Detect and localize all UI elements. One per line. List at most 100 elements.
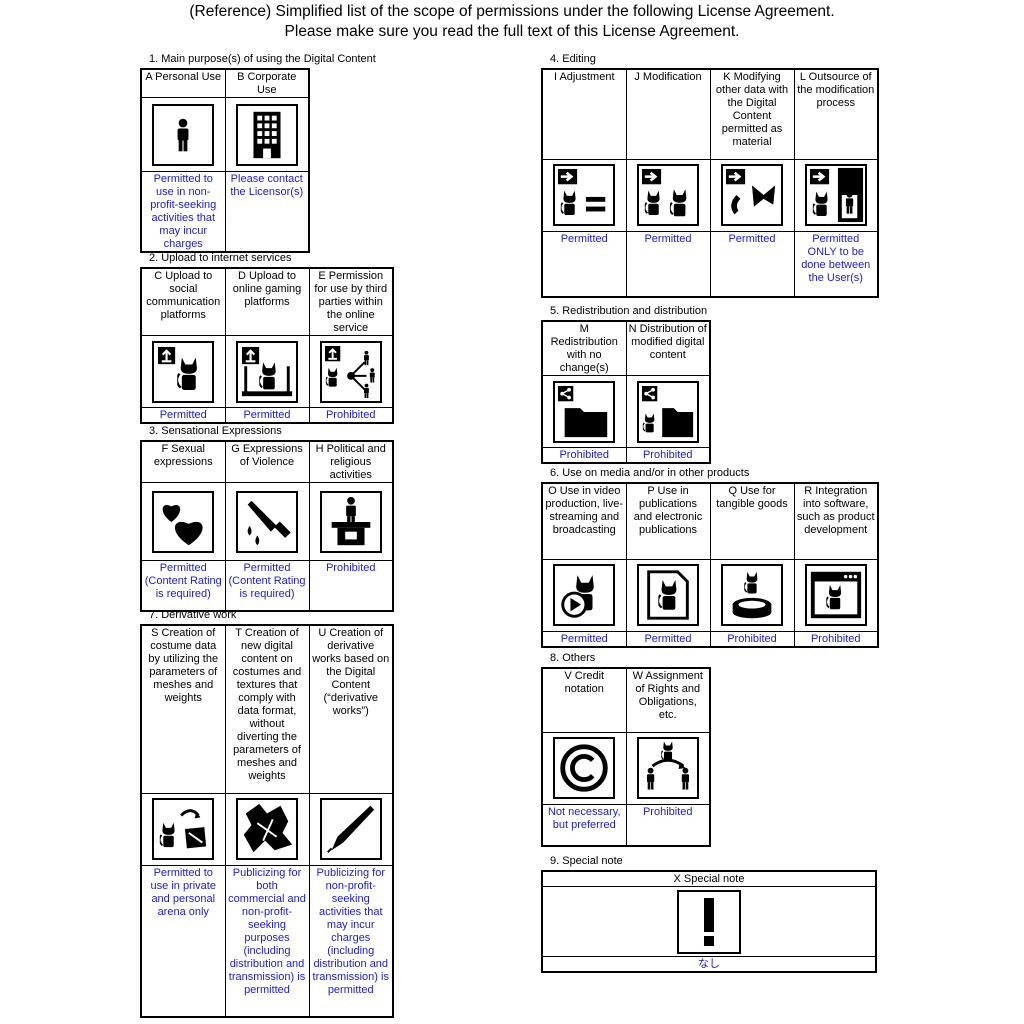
section-title: 6. Use on media and/or in other products [550,467,750,479]
item-status-t: Publicizing for both commercial and non-… [224,864,310,1018]
adjustment-icon [553,164,616,226]
item-label-h: H Political and religious activities [308,440,394,483]
item-status-o: Permitted [541,630,627,647]
item-label-q: Q Use for tangible goods [709,482,795,560]
section-title: 1. Main purpose(s) of using the Digital … [149,53,376,65]
item-label-g: G Expressions of Violence [224,440,310,483]
assignment-icon [636,737,699,799]
knife-icon [236,490,298,553]
item-label-m: M Redistribution with no change(s) [541,320,627,376]
item-status-p: Permitted [625,630,711,647]
item-status-f: Permitted (Content Rating is required) [140,560,226,611]
podium-speaker-icon [319,490,382,553]
item-status-x: なし [541,956,877,973]
section-title: 3. Sensational Expressions [149,425,282,437]
distribution-modified-icon [636,380,699,443]
item-status-l: Permitted ONLY to be done between the Us… [793,230,879,298]
permission-table: F Sexual expressions G Expressions of Vi… [140,440,394,612]
item-label-n: N Distribution of modified digital conte… [625,320,711,376]
pen-nib-icon [319,798,382,860]
section-derivative: 7. Derivative work S Creation of costume… [140,609,394,1018]
item-label-u: U Creation of derivative works based on … [308,624,394,794]
item-status-w: Prohibited [625,803,711,847]
item-label-f: F Sexual expressions [140,440,226,483]
item-status-h: Prohibited [308,560,394,611]
section-media: 6. Use on media and/or in other products… [541,467,879,648]
section-main-purpose: 1. Main purpose(s) of using the Digital … [140,53,376,253]
item-status-m: Prohibited [541,447,627,464]
item-label-j: J Modification [625,68,711,160]
modify-other-data-icon [721,164,783,226]
outsource-icon [804,164,867,226]
item-status-a: Permitted to use in non-profit-seeking a… [140,171,226,253]
permission-table: M Redistribution with no change(s) N Dis… [541,320,711,464]
permission-table: S Creation of costume data by utilizing … [140,624,394,1018]
item-label-i: I Adjustment [541,68,627,160]
permission-table: V Credit notation W Assignment of Rights… [541,667,711,847]
item-status-j: Permitted [625,230,711,298]
item-label-l: L Outsource of the modification process [793,68,879,160]
figurine-icon [721,564,783,626]
item-status-u: Publicizing for non-profit-seeking activ… [308,864,394,1018]
section-editing: 4. Editing I Adjustment J Modification K… [541,53,879,298]
publication-icon [637,564,699,626]
section-others: 8. Others V Credit notation W Assignment… [541,652,711,847]
building-icon [235,103,298,166]
texture-cloth-icon [236,798,298,860]
item-status-k: Permitted [709,230,795,298]
costume-icon [152,798,215,860]
section-title: 5. Redistribution and distribution [550,305,708,317]
item-label-b: B Corporate Use [224,68,310,98]
section-title: 4. Editing [550,53,596,65]
redistribution-icon [553,380,616,443]
item-label-r: R Integration into software, such as pro… [793,482,879,560]
item-label-e: E Permission for use by third parties wi… [308,267,394,336]
software-window-icon [804,564,867,626]
permission-table: O Use in video production, live-streamin… [541,482,879,648]
hearts-icon [152,490,215,553]
permission-table: I Adjustment J Modification K Modifying … [541,68,879,298]
section-sensational: 3. Sensational Expressions F Sexual expr… [140,425,394,612]
exclamation-icon [677,889,741,954]
item-status-r: Prohibited [793,630,879,647]
item-label-p: P Use in publications and electronic pub… [625,482,711,560]
video-play-icon [553,564,616,626]
item-status-v: Not necessary, but preferred [541,803,627,847]
item-status-e: Prohibited [308,407,394,424]
header-line-2: Please make sure you read the full text … [284,23,740,40]
section-upload: 2. Upload to internet services C Upload … [140,252,394,424]
item-status-n: Prohibited [625,447,711,464]
item-label-s: S Creation of costume data by utilizing … [140,624,226,794]
item-status-d: Permitted [224,407,310,424]
item-status-c: Permitted [140,407,226,424]
permission-table: C Upload to social communication platfor… [140,267,394,424]
item-status-b: Please contact the Licensor(s) [224,171,310,253]
item-label-v: V Credit notation [541,667,627,733]
modification-icon [637,164,699,226]
item-label-x: X Special note [541,870,877,887]
permission-table: X Special note なし [541,870,877,973]
section-special-note: 9. Special note X Special note なし [541,855,877,973]
upload-gaming-icon [236,340,298,403]
permission-table: A Personal Use B Corporate Use Permitted… [140,68,310,253]
section-title: 2. Upload to internet services [149,252,292,264]
section-title: 8. Others [550,652,596,664]
item-status-i: Permitted [541,230,627,298]
item-label-a: A Personal Use [140,68,226,98]
item-status-s: Permitted to use in private and personal… [140,864,226,1018]
section-redistribution: 5. Redistribution and distribution M Red… [541,305,711,464]
third-party-share-icon [319,340,382,403]
upload-social-icon [152,340,215,403]
section-title: 9. Special note [550,855,623,867]
item-label-w: W Assignment of Rights and Obligations, … [625,667,711,733]
item-label-o: O Use in video production, live-streamin… [541,482,627,560]
copyright-icon [553,737,616,799]
item-label-c: C Upload to social communication platfor… [140,267,226,336]
item-status-g: Permitted (Content Rating is required) [224,560,310,611]
item-status-q: Prohibited [709,630,795,647]
section-title: 7. Derivative work [149,609,237,621]
header-line-1: (Reference) Simplified list of the scope… [189,3,835,20]
item-label-d: D Upload to online gaming platforms [224,267,310,336]
item-label-t: T Creation of new digital content on cos… [224,624,310,794]
document-header: (Reference) Simplified list of the scope… [0,2,1024,42]
